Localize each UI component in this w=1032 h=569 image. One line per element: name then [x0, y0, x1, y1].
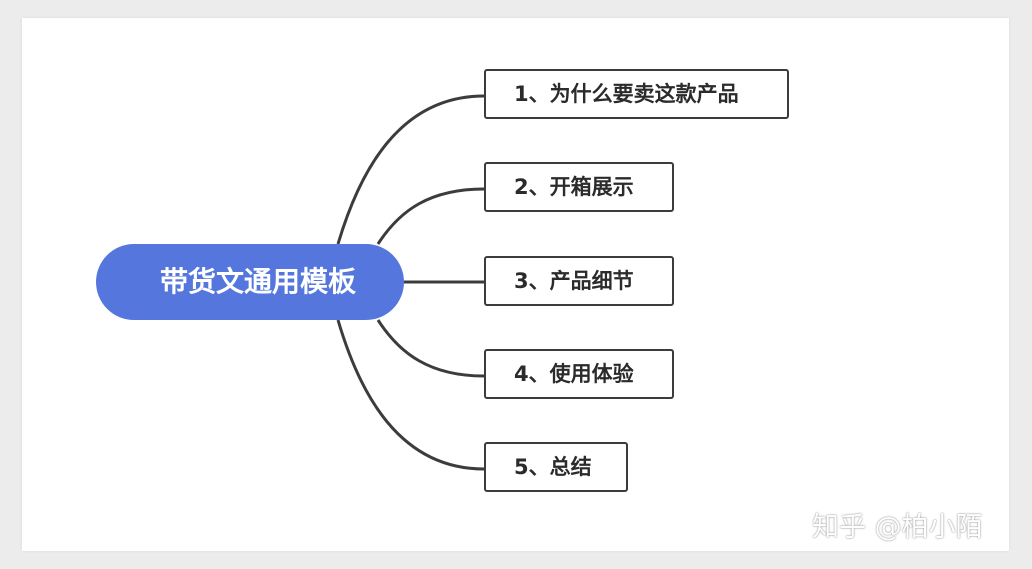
- watermark: 知乎 @柏小陌: [812, 512, 983, 543]
- connector-branch-4: [376, 319, 485, 378]
- connector-branch-1: [336, 94, 485, 245]
- branch-topic-3[interactable]: 3、产品细节: [484, 256, 674, 306]
- root-topic[interactable]: 带货文通用模板: [96, 244, 404, 320]
- root-topic-label: 带货文通用模板: [160, 265, 357, 298]
- branch-topic-label: 4、使用体验: [514, 362, 634, 386]
- connector-branch-5: [336, 319, 485, 471]
- branch-topic-2[interactable]: 2、开箱展示: [484, 162, 674, 212]
- branch-topic-label: 1、为什么要卖这款产品: [514, 82, 739, 106]
- branch-topic-label: 2、开箱展示: [514, 175, 634, 199]
- branch-topic-1[interactable]: 1、为什么要卖这款产品: [484, 69, 789, 119]
- branch-topic-label: 5、总结: [514, 455, 592, 479]
- branch-topic-5[interactable]: 5、总结: [484, 442, 628, 492]
- branch-topic-4[interactable]: 4、使用体验: [484, 349, 674, 399]
- connector-branch-2: [376, 187, 485, 245]
- branch-topic-label: 3、产品细节: [514, 269, 634, 293]
